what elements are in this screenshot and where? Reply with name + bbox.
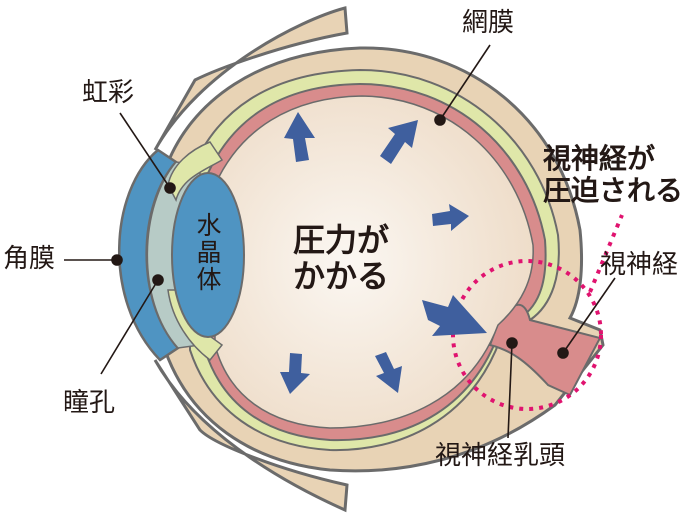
highlight-callout-line [588,214,624,293]
pupil-leader [100,279,159,375]
arrow-down-left-icon [280,353,310,394]
arrow-down-right-icon [375,352,402,393]
compressed-line2: 圧迫される [543,174,684,208]
lower-eyelid [153,359,349,513]
iris-upper [167,141,224,203]
label-iris: 虹彩 [82,78,135,108]
lens-char: 晶 [196,238,222,267]
lens-char: 水 [196,211,222,240]
label-cornea: 角膜 [3,244,56,274]
pressure-line2: かかる [293,256,390,295]
optic-nerve-leader [562,277,616,354]
label-optic-disc: 視神経乳頭 [435,441,566,471]
label-lens: 水 晶 体 [194,212,224,293]
lens [171,172,245,338]
arrow-right-icon [432,204,469,231]
arrow-down-right-large-icon [422,295,487,336]
pressure-line1: 圧力が [293,221,390,259]
pressure-arrows [280,112,487,394]
upper-eyelid [153,6,349,151]
retina-leader [439,44,491,121]
label-optic-nerve-compressed: 視神経が 圧迫される [543,142,684,208]
optic-disc-leader [507,342,513,439]
label-retina: 網膜 [462,8,515,38]
label-pressure: 圧力が かかる [293,221,390,295]
optic-nerve-highlight-circle [451,259,603,411]
label-pupil: 瞳孔 [63,388,116,418]
iris-leader [119,112,171,189]
label-optic-nerve: 視神経 [600,250,679,280]
compressed-line1: 視神経が [543,142,656,175]
arrow-up-left-icon [284,112,315,162]
arrow-up-right-icon [380,120,418,164]
lens-char: 体 [196,265,222,294]
